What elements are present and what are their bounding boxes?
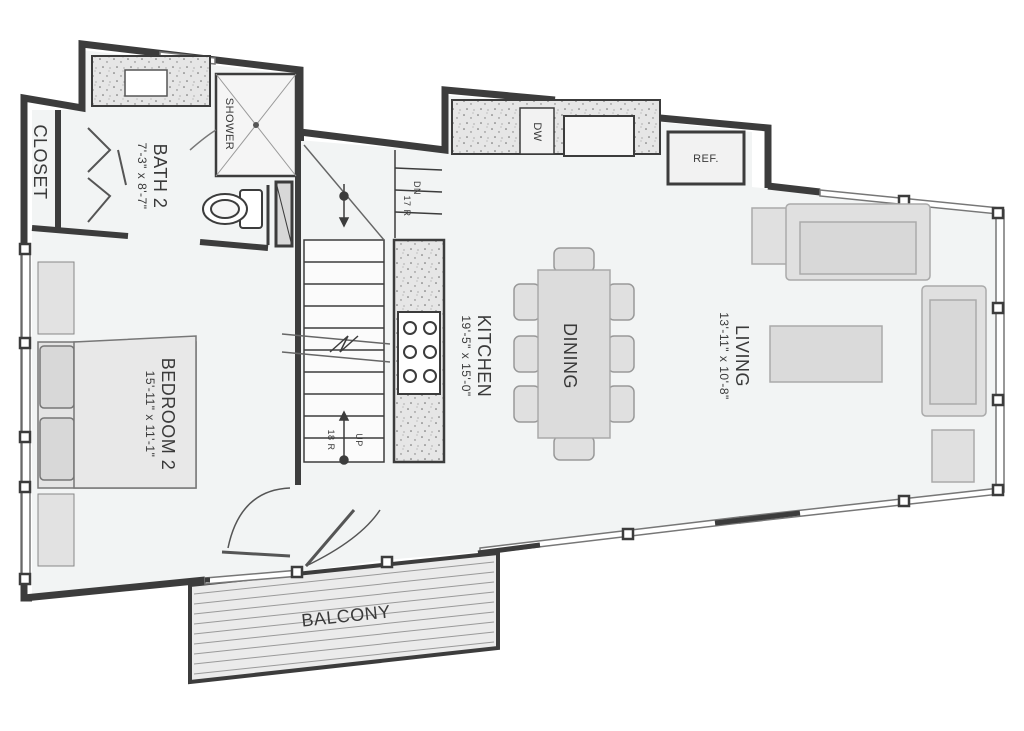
- nightstand-bottom: [37, 493, 75, 567]
- bath-name: BATH 2: [150, 144, 170, 209]
- living-size: 13'-11" x 10'-8": [717, 312, 731, 400]
- toilet: [202, 189, 263, 229]
- cooktop: [397, 311, 441, 395]
- stair-up-label: UP: [354, 433, 364, 447]
- bed: [37, 335, 197, 489]
- dishwasher-label: DW: [531, 122, 543, 141]
- stair-down-risers: 17 R: [402, 195, 412, 216]
- dining-set: [513, 247, 635, 461]
- interior-walls: [31, 110, 304, 485]
- bedroom-size: 15'-11" x 11'-1": [143, 371, 157, 458]
- balcony: [188, 550, 500, 685]
- shower-label: SHOWER: [223, 98, 235, 151]
- closet-doors: [87, 127, 127, 223]
- living-furniture: [751, 203, 987, 483]
- dining-name: DINING: [560, 323, 580, 389]
- refrigerator: [666, 130, 746, 186]
- living-name: LIVING: [732, 325, 752, 387]
- balcony-door: [304, 509, 381, 567]
- stairs: [281, 144, 443, 465]
- dishwasher: [519, 107, 555, 155]
- window-frames: [205, 510, 801, 583]
- closet-label: CLOSET: [30, 124, 50, 199]
- kitchen-sink: [563, 115, 635, 157]
- interior-floor: [32, 50, 1000, 598]
- refrigerator-label: REF.: [693, 153, 719, 165]
- kitchen-name: KITCHEN: [474, 315, 494, 398]
- bath-size: 7'-3" x 8'-7": [135, 143, 149, 210]
- kitchen-size: 19'-5" x 15'-0": [459, 315, 473, 396]
- stair-down-label: DN: [412, 181, 422, 195]
- bedroom-name: BEDROOM 2: [158, 358, 178, 471]
- nightstand-top: [37, 261, 75, 335]
- stair-up-risers: 18 R: [326, 429, 336, 450]
- exterior-walls: [20, 40, 821, 602]
- bedroom-door: [221, 487, 291, 558]
- bath-sink: [124, 69, 168, 97]
